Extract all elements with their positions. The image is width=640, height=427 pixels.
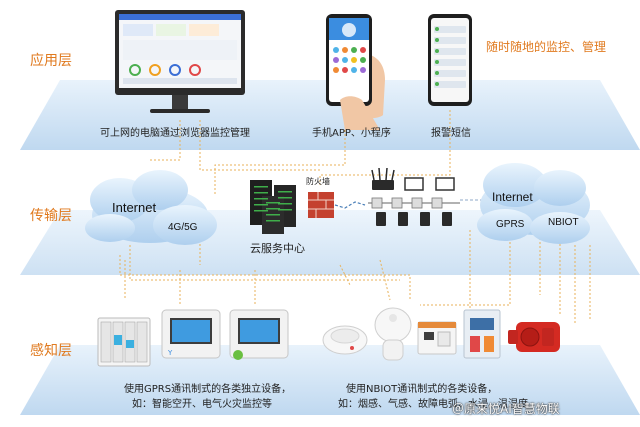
right-cloud-nbiot: NBIOT [548, 217, 579, 228]
caption-app: 手机APP、小程序 [312, 128, 391, 139]
layer-label-perception: 感知层 [30, 343, 72, 359]
caption-nbiot-devices-line1: 使用NBIOT通讯制式的各类设备， [346, 384, 498, 395]
fire-monitor-device-right-illustration [229, 309, 289, 360]
explosion-proof-detector-illustration [508, 322, 560, 352]
caption-gprs-devices-line1: 使用GPRS通讯制式的各类独立设备， [124, 384, 292, 395]
left-cloud-title: Internet [112, 200, 157, 215]
caption-gprs-devices-line2: 如：智能空开、电气火灾监控等 [132, 399, 272, 410]
caption-nbiot-devices-line2: 如：烟感、气感、故障电弧、水浸、温湿度 [338, 399, 528, 410]
caption-sms: 报警短信 [431, 128, 471, 139]
firewall-illustration [308, 192, 334, 218]
slogan-text: 随时随地的监控、管理 [486, 40, 607, 54]
phone-in-hand-illustration [326, 14, 385, 130]
perception-platform [20, 345, 640, 415]
server-racks-illustration [250, 180, 296, 234]
dotted-connection-lines [119, 110, 591, 325]
left-cloud [85, 170, 217, 245]
svg-text:Y: Y [167, 349, 173, 357]
smoke-detector-illustration [322, 325, 368, 355]
layer-label-application: 应用层 [30, 53, 72, 69]
network-devices-illustration [368, 167, 460, 226]
gas-detector-illustration [374, 307, 412, 361]
circuit-breaker-illustration [97, 317, 151, 367]
right-cloud-gprs: GPRS [496, 219, 525, 230]
left-cloud-sub: 4G/5G [168, 222, 198, 233]
caption-cloud-service: 云服务中心 [250, 242, 305, 255]
fire-monitor-device-left-illustration: Y [161, 309, 221, 359]
caption-firewall: 防火墙 [306, 177, 330, 186]
right-cloud [477, 163, 590, 244]
watermark-text: ＠原来悦AI智慧物联 [452, 402, 560, 416]
monitor-illustration [115, 10, 245, 113]
layer-label-transport: 传输层 [30, 208, 72, 224]
water-temp-device-illustration [463, 309, 501, 359]
right-cloud-title: Internet [492, 190, 533, 204]
sms-phone-illustration [428, 14, 472, 106]
arc-fault-detector-illustration [417, 321, 457, 355]
caption-browser: 可上网的电脑通过浏览器监控管理 [100, 128, 250, 139]
